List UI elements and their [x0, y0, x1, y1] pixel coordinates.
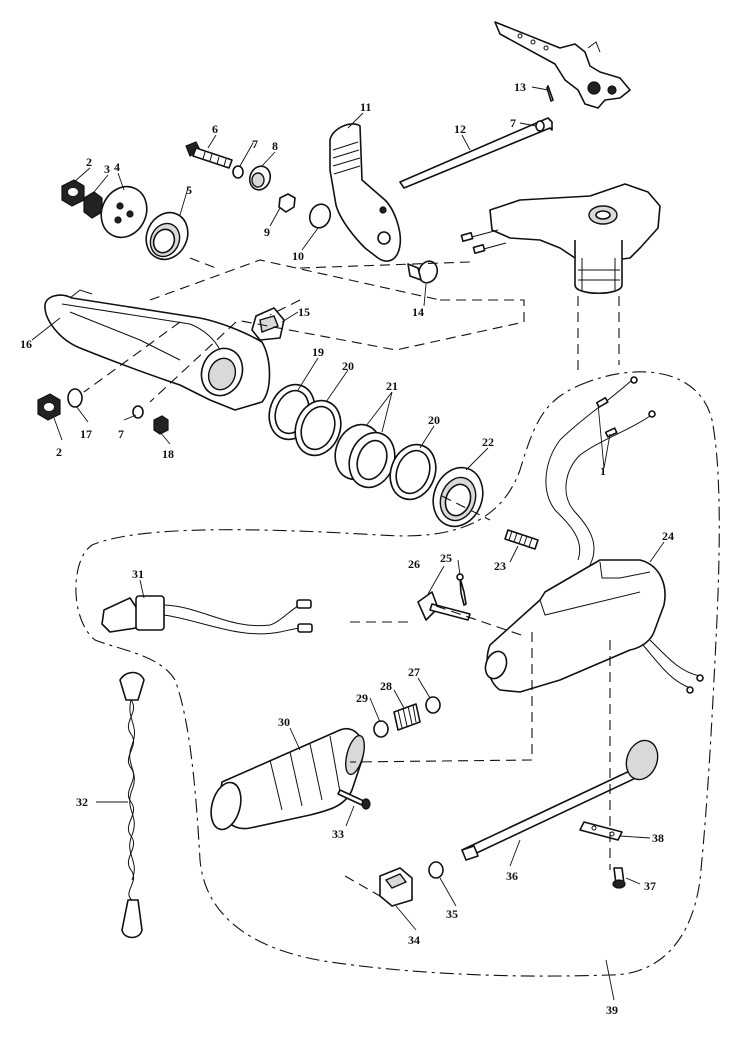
friction-plate-21: [334, 423, 396, 489]
callout-13: 13: [514, 80, 526, 94]
callout-34: 34: [408, 933, 420, 947]
callout-21: 21: [386, 379, 398, 393]
callout-23: 23: [494, 559, 506, 573]
cotter-pin-13: [546, 85, 554, 102]
nut-2-upper: [61, 179, 85, 207]
callout-38: 38: [652, 831, 664, 845]
callout-7b: 7: [510, 116, 516, 130]
callout-labels: 1 2 3 4 5 6 7 8 9 10 11 12 13 7 14 15 16…: [20, 80, 674, 1017]
pivot-bolt-14: [407, 260, 439, 284]
tiller-bracket-16: [44, 289, 271, 411]
washer-10: [308, 203, 332, 229]
callout-36: 36: [506, 869, 518, 883]
star-washer-9: [278, 193, 296, 213]
callout-10: 10: [292, 249, 304, 263]
callout-2: 2: [86, 155, 92, 169]
tiller-arm-24: [484, 559, 704, 694]
washer-7-lower: [132, 405, 144, 419]
lanyard-32: [119, 671, 145, 939]
callout-39: 39: [606, 1003, 618, 1017]
callout-8: 8: [272, 139, 278, 153]
callout-1: 1: [600, 464, 606, 478]
callout-11: 11: [360, 100, 371, 114]
stop-switch-31: [101, 595, 313, 635]
bushing-22: [432, 466, 484, 528]
washer-35: [428, 861, 444, 879]
leader-lines: [31, 86, 665, 1001]
washer-17: [67, 388, 83, 408]
plate-38: [579, 821, 623, 841]
callout-3: 3: [104, 162, 110, 176]
callout-19: 19: [312, 345, 324, 359]
washer-7-upper: [232, 165, 244, 179]
throttle-shaft-36: [461, 739, 659, 861]
assembly-boundary-39: [75, 371, 720, 977]
callout-26: 26: [408, 557, 420, 571]
callout-33: 33: [332, 827, 344, 841]
callout-35: 35: [446, 907, 458, 921]
bolt-6: [185, 141, 233, 169]
screw-33: [337, 789, 371, 810]
callout-6: 6: [212, 122, 218, 136]
alignment-lines: [83, 257, 611, 897]
collar-8: [248, 165, 272, 191]
callout-25: 25: [440, 551, 452, 565]
spring-28: [393, 703, 421, 731]
shaft-centerline: [577, 296, 620, 370]
callout-4: 4: [114, 160, 120, 174]
grommet-15: [251, 307, 285, 341]
throttle-grip-30: [210, 727, 366, 831]
washer-4: [100, 185, 148, 239]
cables-1: [545, 376, 656, 566]
screw-37: [612, 867, 626, 889]
callout-16: 16: [20, 337, 32, 351]
callout-7c: 7: [118, 427, 124, 441]
callout-17: 17: [80, 427, 92, 441]
callout-12: 12: [454, 122, 466, 136]
callout-18: 18: [162, 447, 174, 461]
callout-27: 27: [408, 665, 420, 679]
steering-bracket: [494, 21, 631, 109]
ring-20-right: [389, 443, 437, 501]
nut-3: [83, 191, 103, 219]
bushing-5: [145, 211, 189, 261]
callout-9: 9: [264, 225, 270, 239]
callout-37: 37: [644, 879, 656, 893]
callout-31: 31: [132, 567, 144, 581]
callout-24: 24: [662, 529, 674, 543]
stud-23: [504, 529, 539, 550]
callout-29: 29: [356, 691, 368, 705]
nut-18: [153, 415, 169, 435]
washer-27: [425, 696, 441, 714]
callout-28: 28: [380, 679, 392, 693]
callout-7: 7: [252, 137, 258, 151]
washer-7-rod: [535, 120, 545, 132]
link-rod-12: [399, 117, 553, 189]
pin-25: [456, 573, 467, 606]
callout-22: 22: [482, 435, 494, 449]
callout-30: 30: [278, 715, 290, 729]
washer-29: [373, 720, 389, 738]
swivel-bracket: [460, 183, 661, 294]
nut-2-lower: [37, 393, 61, 421]
block-34: [379, 867, 413, 907]
callout-2b: 2: [56, 445, 62, 459]
bolt-26: [417, 591, 471, 621]
ring-20-left: [294, 399, 342, 457]
callout-20: 20: [342, 359, 354, 373]
lever-11: [329, 123, 402, 262]
callout-32: 32: [76, 795, 88, 809]
callout-14: 14: [412, 305, 424, 319]
callout-5: 5: [186, 183, 192, 197]
callout-15: 15: [298, 305, 310, 319]
callout-20b: 20: [428, 413, 440, 427]
